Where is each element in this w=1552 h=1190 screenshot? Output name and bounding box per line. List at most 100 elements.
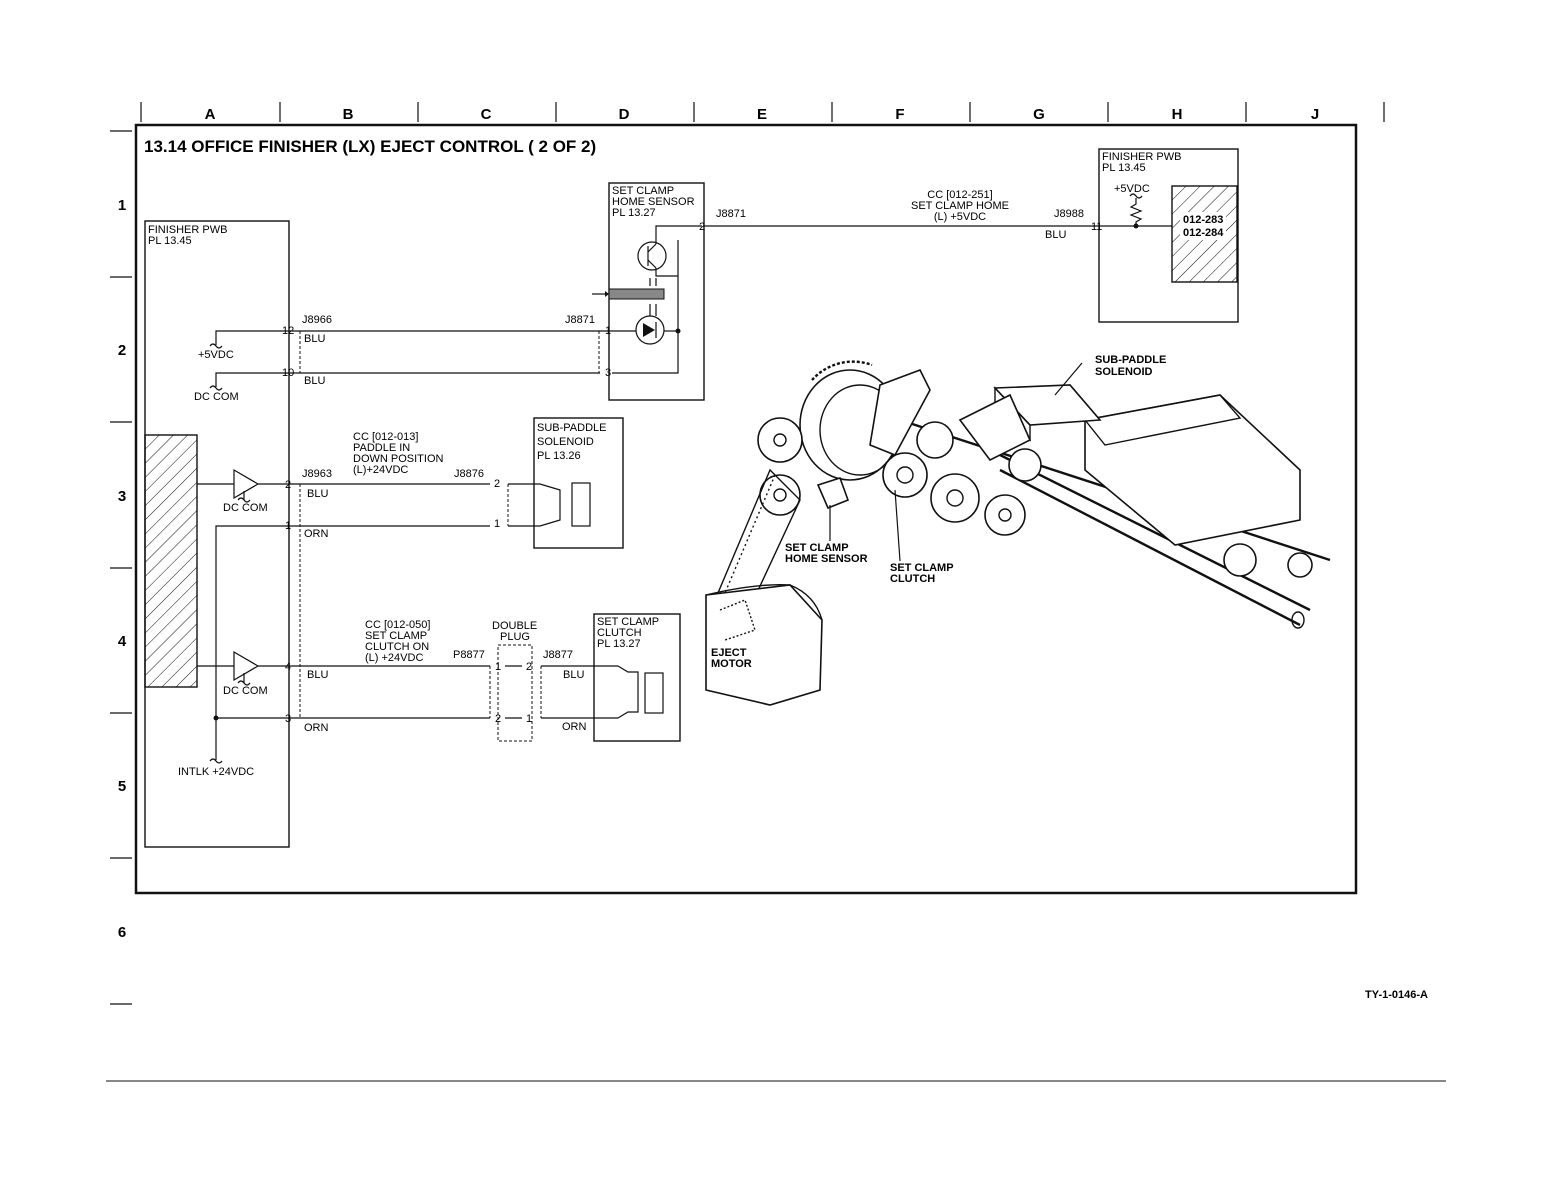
cc-l-5vdc: (L) +5VDC xyxy=(934,211,986,223)
conn-j8876: J8876 xyxy=(454,468,484,480)
pin-2-sol: 2 xyxy=(494,478,500,490)
sol-name-1: SUB-PADDLE xyxy=(537,422,606,434)
power-supplies: +5VDC DC COM xyxy=(194,330,289,403)
wire-orn-3: ORN xyxy=(562,721,587,733)
sub-paddle-circuit: 2 1 J8963 J8876 CC [012-013] PADDLE IN D… xyxy=(285,431,561,718)
plug-label: PLUG xyxy=(500,631,530,643)
pin-2-left: 2 xyxy=(285,479,291,491)
clutch-pl: PL 13.27 xyxy=(597,638,641,650)
double-label: DOUBLE xyxy=(492,620,537,632)
mech-sub-paddle-2: SOLENOID xyxy=(1095,366,1153,378)
left-finisher-pwb: FINISHER PWB PL 13.45 xyxy=(144,220,290,848)
sensor-name-1: SET CLAMP xyxy=(612,185,674,197)
right-finisher-pwb: FINISHER PWB PL 13.45 +5VDC 012-283 012-… xyxy=(1098,148,1239,323)
left-pwb-pl: PL 13.45 xyxy=(148,235,192,247)
wire-orn-2: ORN xyxy=(304,722,329,734)
conn-j8871-left: J8871 xyxy=(565,314,595,326)
home-sensor-component: SET CLAMP HOME SENSOR PL 13.27 2 J8871 xyxy=(592,182,746,401)
column-header: A B C D E F G H J xyxy=(140,102,1385,123)
wire-blu-4: BLU xyxy=(307,488,328,500)
col-label-c: C xyxy=(481,106,492,123)
mechanism-illustration xyxy=(705,360,1331,706)
conn-j8963: J8963 xyxy=(302,468,332,480)
mech-home-sensor-2: HOME SENSOR xyxy=(785,553,868,565)
pin-11: 11 xyxy=(1091,221,1102,233)
mech-motor-2: MOTOR xyxy=(711,658,752,670)
cc-l-24vdc-1: (L)+24VDC xyxy=(353,464,408,476)
plug-pin-2-right: 2 xyxy=(526,661,532,673)
dc-com-label-top: DC COM xyxy=(194,391,239,403)
wire-blu-2: BLU xyxy=(304,375,325,387)
clutch-component: SET CLAMP CLUTCH PL 13.27 xyxy=(593,613,681,742)
wire-blu-6: BLU xyxy=(563,669,584,681)
pin-10: 10 xyxy=(282,367,294,379)
clutch-name-1: SET CLAMP xyxy=(597,616,659,628)
cc-012-013: CC [012-013] xyxy=(353,431,418,443)
right-pwb-pl: PL 13.45 xyxy=(1102,162,1146,174)
cc-012-251: CC [012-251] xyxy=(927,189,992,201)
mech-motor-1: EJECT xyxy=(711,647,747,659)
conn-j8871-right: J8871 xyxy=(716,208,746,220)
row-label-1: 1 xyxy=(118,197,126,214)
sol-name-2: SOLENOID xyxy=(537,436,594,448)
pin-1-sol: 1 xyxy=(494,518,500,530)
plug-pin-2-left: 2 xyxy=(495,713,501,725)
wire-blu-1: BLU xyxy=(304,333,325,345)
dc-com-driver-2: DC COM xyxy=(223,685,268,697)
dc-com-driver-1: DC COM xyxy=(223,502,268,514)
col-label-d: D xyxy=(619,106,630,123)
diagram-frame xyxy=(134,123,1358,895)
conn-j8966: J8966 xyxy=(302,314,332,326)
cc-clutch-on: CLUTCH ON xyxy=(365,641,429,653)
pin-12: 12 xyxy=(282,325,294,337)
doc-id: TY-1-0146-A xyxy=(1365,989,1428,1001)
row-label-2: 2 xyxy=(118,342,126,359)
conn-p8877: P8877 xyxy=(453,649,485,661)
mech-clutch-2: CLUTCH xyxy=(890,573,935,585)
conn-j8988: J8988 xyxy=(1054,208,1084,220)
pin-3: 3 xyxy=(285,713,291,725)
wire-orn-1: ORN xyxy=(304,528,329,540)
wire-blu-3: BLU xyxy=(1045,229,1066,241)
col-label-a: A xyxy=(205,106,216,123)
row-label-5: 5 xyxy=(118,778,126,795)
code-012-283: 012-283 xyxy=(1183,214,1223,226)
home-sensor-circuit: 12 10 J8966 J8871 BLU BLU 1 3 xyxy=(282,314,611,387)
sensor-name-2: HOME SENSOR xyxy=(612,196,695,208)
col-label-f: F xyxy=(895,106,904,123)
cc-l-24vdc-2: (L) +24VDC xyxy=(365,652,423,664)
page-title: 13.14 OFFICE FINISHER (LX) EJECT CONTROL… xyxy=(144,137,596,156)
code-012-284: 012-284 xyxy=(1183,227,1224,239)
left-pwb-hatched-block xyxy=(144,434,198,688)
col-label-j: J xyxy=(1311,106,1319,123)
col-label-e: E xyxy=(757,106,767,123)
plug-pin-1-left: 1 xyxy=(495,661,501,673)
cc-set-clamp-home: SET CLAMP HOME xyxy=(911,200,1009,212)
sub-paddle-component: SUB-PADDLE SOLENOID PL 13.26 xyxy=(533,417,624,549)
clutch-name-2: CLUTCH xyxy=(597,627,642,639)
sensor-to-pwb-wire: CC [012-251] SET CLAMP HOME (L) +5VDC J8… xyxy=(704,189,1102,241)
conn-j8877: J8877 xyxy=(543,649,573,661)
col-label-h: H xyxy=(1172,106,1183,123)
pin-2-sensor: 2 xyxy=(699,221,705,233)
clutch-circuit: 4 3 CC [012-050] SET CLAMP CLUTCH ON (L)… xyxy=(285,619,618,742)
mechanism-labels: SUB-PADDLE SOLENOID SET CLAMP HOME SENSO… xyxy=(711,354,1166,670)
pin-1-left: 1 xyxy=(285,520,291,532)
mech-sub-paddle-1: SUB-PADDLE xyxy=(1095,354,1166,366)
left-pwb-name: FINISHER PWB xyxy=(148,224,227,236)
row-header: 1 2 3 4 5 6 xyxy=(110,130,132,1005)
pin-3-sensor: 3 xyxy=(605,367,611,379)
wire-blu-5: BLU xyxy=(307,669,328,681)
row-label-3: 3 xyxy=(118,488,126,505)
row-label-6: 6 xyxy=(118,924,126,941)
plug-pin-1-right: 1 xyxy=(526,713,532,725)
mech-clutch-1: SET CLAMP xyxy=(890,562,954,574)
col-label-g: G xyxy=(1033,106,1045,123)
v5-label: +5VDC xyxy=(198,349,234,361)
cc-set-clamp: SET CLAMP xyxy=(365,630,427,642)
drivers: DC COM DC COM xyxy=(197,468,289,697)
right-pwb-name: FINISHER PWB xyxy=(1102,151,1181,163)
mech-home-sensor-1: SET CLAMP xyxy=(785,542,849,554)
right-pwb-5vdc: +5VDC xyxy=(1114,183,1150,195)
